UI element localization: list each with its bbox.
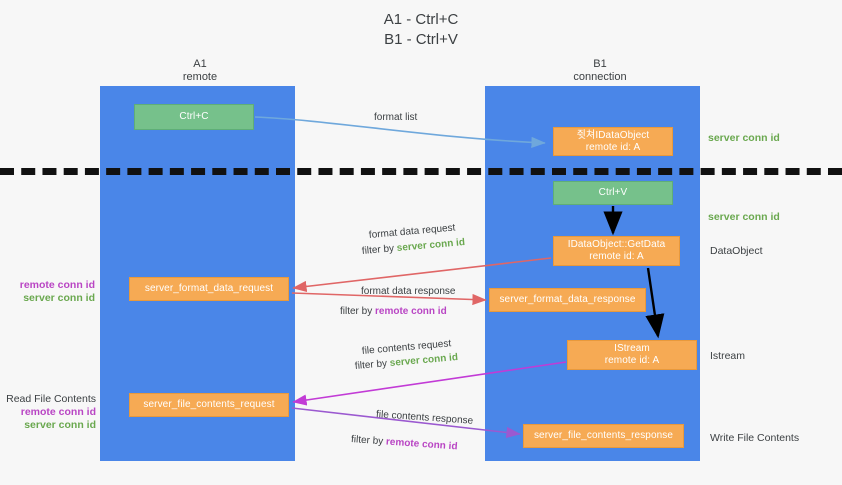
annotation-istream: Istream [710, 350, 746, 362]
box-ctrl-c[interactable]: Ctrl+C [134, 104, 254, 130]
box-server-file-contents-response[interactable]: server_file_contents_response [523, 424, 684, 448]
filter-prefix-2: filter by [340, 306, 376, 317]
box-ctrl-v[interactable]: Ctrl+V [553, 181, 673, 205]
filter-value-remote-conn-id-2: remote conn id [385, 436, 458, 453]
filter-prefix-4: filter by [350, 434, 387, 448]
annotation-server-conn-id-4: server conn id [24, 419, 96, 431]
box-istream[interactable]: IStream remote id: A [567, 340, 697, 370]
diagram-title: A1 - Ctrl+C B1 - Ctrl+V [383, 11, 459, 48]
filter-prefix-1: filter by [361, 242, 398, 257]
filter-prefix-3: filter by [354, 357, 391, 372]
edge-label-format-data-response: format data response [361, 286, 456, 297]
annotation-conn-ids-format: remote conn id server conn id [10, 279, 95, 305]
annotation-server-conn-id-top: server conn id [708, 132, 780, 144]
annotation-remote-conn-id-2: remote conn id [20, 406, 96, 418]
box-idataobject-getdata[interactable]: IDataObject::GetData remote id: A [553, 236, 680, 266]
box-server-file-contents-request[interactable]: server_file_contents_request [129, 393, 289, 417]
annotation-dataobject: DataObject [710, 245, 763, 257]
annotation-server-conn-id-3: server conn id [23, 292, 95, 304]
edge-label-file-contents-response-filter: filter by remote conn id [351, 433, 458, 454]
phase-divider [0, 168, 842, 175]
filter-value-remote-conn-id-1: remote conn id [375, 306, 447, 317]
lane-header-a1: A1 remote [182, 58, 218, 83]
box-idataobject[interactable]: 쥣쳐IDataObject remote id: A [553, 127, 673, 156]
annotation-write-file-contents: Write File Contents [710, 432, 800, 444]
annotation-read-file-contents: Read File Contents [6, 393, 96, 405]
box-server-format-data-response[interactable]: server_format_data_response [489, 288, 646, 312]
annotation-remote-conn-id-1: remote conn id [19, 279, 95, 291]
edge-label-file-contents-response: file contents response [375, 409, 474, 427]
box-server-format-data-request[interactable]: server_format_data_request [129, 277, 289, 301]
edge-label-format-data-response-filter: filter by remote conn id [340, 305, 447, 319]
annotation-conn-ids-file: Read File Contents remote conn id server… [4, 393, 96, 432]
lane-header-b1: B1 connection [573, 58, 627, 83]
annotation-server-conn-id-mid: server conn id [708, 211, 780, 223]
edge-label-format-list: format list [374, 112, 418, 123]
